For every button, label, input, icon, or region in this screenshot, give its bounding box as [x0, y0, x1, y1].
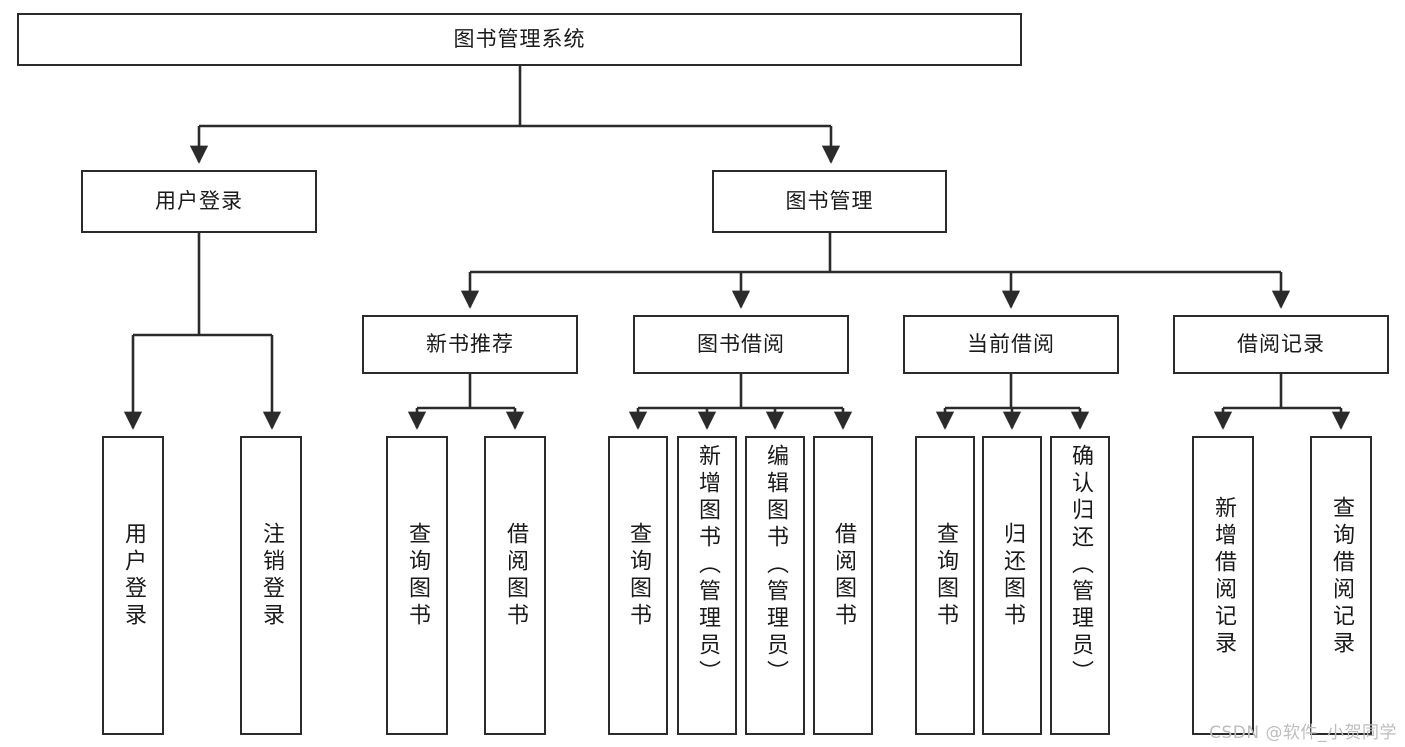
node-leaf-return-book-label: 归还图书: [1000, 522, 1025, 630]
node-leaf-user-login[interactable]: 用户登录: [102, 436, 164, 735]
node-user-login-label: 用户登录: [155, 189, 243, 214]
node-leaf-borrow-book-1-label: 借阅图书: [503, 522, 528, 630]
node-book-borrow-label: 图书借阅: [697, 332, 785, 357]
node-leaf-add-book-label: 新增图书（管理员）: [695, 444, 720, 687]
node-leaf-query-book-3-label: 查询图书: [933, 522, 958, 630]
node-leaf-borrow-book-1[interactable]: 借阅图书: [484, 436, 546, 735]
node-book-borrow[interactable]: 图书借阅: [633, 315, 849, 374]
node-book-mgmt-label: 图书管理: [785, 189, 874, 214]
node-book-mgmt[interactable]: 图书管理: [712, 170, 947, 233]
node-leaf-confirm-return-label: 确认归还（管理员）: [1068, 444, 1093, 687]
node-leaf-add-record-label: 新增借阅记录: [1211, 496, 1236, 658]
node-leaf-query-book-1[interactable]: 查询图书: [386, 436, 448, 735]
node-leaf-add-book[interactable]: 新增图书（管理员）: [677, 436, 737, 735]
node-leaf-query-book-1-label: 查询图书: [405, 522, 430, 630]
node-leaf-return-book[interactable]: 归还图书: [982, 436, 1042, 735]
node-new-book-rec[interactable]: 新书推荐: [362, 315, 578, 374]
node-leaf-edit-book[interactable]: 编辑图书（管理员）: [745, 436, 805, 735]
node-root[interactable]: 图书管理系统: [17, 13, 1022, 66]
watermark-text: CSDN @软件_小贺同学: [1209, 723, 1397, 743]
node-leaf-query-book-2[interactable]: 查询图书: [608, 436, 668, 735]
node-leaf-edit-book-label: 编辑图书（管理员）: [763, 444, 788, 687]
node-borrow-record-label: 借阅记录: [1237, 332, 1325, 357]
node-current-borrow[interactable]: 当前借阅: [903, 315, 1119, 374]
node-borrow-record[interactable]: 借阅记录: [1173, 315, 1389, 374]
node-leaf-logout[interactable]: 注销登录: [240, 436, 302, 735]
node-root-label: 图书管理系统: [453, 27, 586, 52]
node-current-borrow-label: 当前借阅: [967, 332, 1055, 357]
node-leaf-borrow-book-2[interactable]: 借阅图书: [813, 436, 873, 735]
node-leaf-add-record[interactable]: 新增借阅记录: [1192, 436, 1254, 735]
node-leaf-query-record[interactable]: 查询借阅记录: [1310, 436, 1372, 735]
node-new-book-rec-label: 新书推荐: [426, 332, 514, 357]
node-leaf-confirm-return[interactable]: 确认归还（管理员）: [1050, 436, 1110, 735]
node-leaf-query-record-label: 查询借阅记录: [1329, 496, 1354, 658]
node-leaf-logout-label: 注销登录: [259, 522, 284, 630]
node-leaf-borrow-book-2-label: 借阅图书: [831, 522, 856, 630]
node-leaf-query-book-3[interactable]: 查询图书: [915, 436, 975, 735]
node-leaf-query-book-2-label: 查询图书: [626, 522, 651, 630]
node-user-login[interactable]: 用户登录: [81, 170, 317, 233]
node-leaf-user-login-label: 用户登录: [121, 522, 146, 630]
